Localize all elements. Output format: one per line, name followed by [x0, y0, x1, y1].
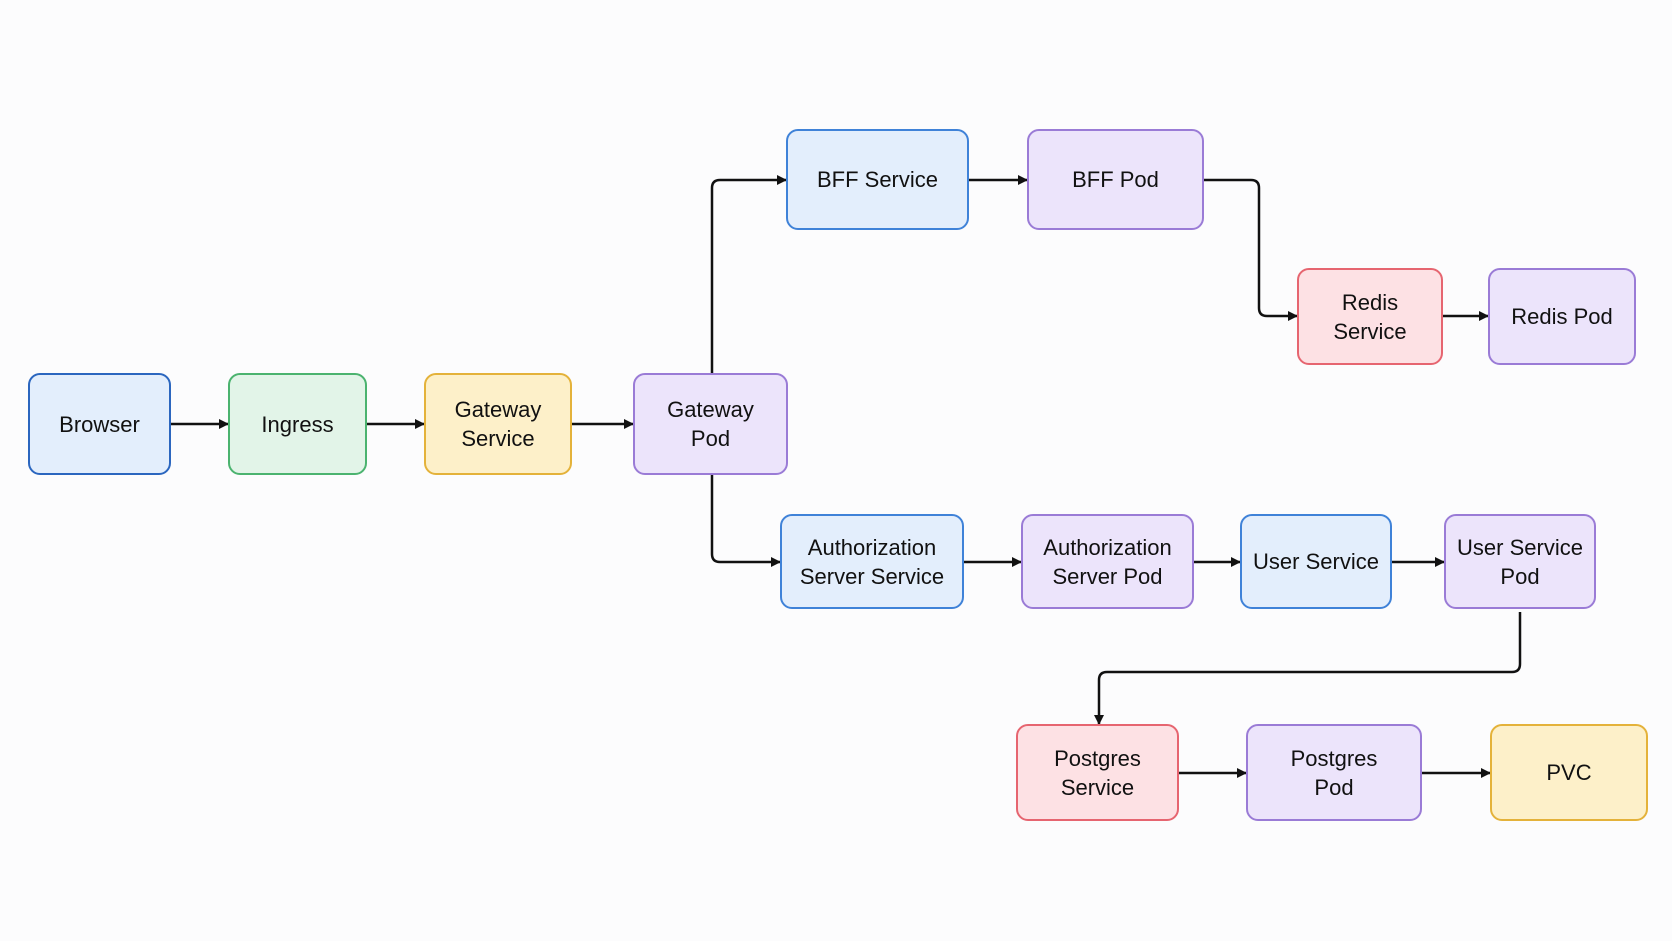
- node-label: User Service: [1253, 549, 1379, 574]
- node-redis-service: Redis Service: [1297, 268, 1443, 365]
- edge-bff-pod-redis-service: [1204, 178, 1298, 321]
- edge-gateway-pod-bff-service: [710, 175, 787, 374]
- node-label: Gateway Service: [454, 397, 542, 451]
- node-label: Redis Pod: [1511, 304, 1613, 329]
- node-ingress: Ingress: [228, 373, 367, 475]
- node-browser: Browser: [28, 373, 171, 475]
- node-bff-pod: BFF Pod: [1027, 129, 1204, 230]
- node-pvc: PVC: [1490, 724, 1648, 821]
- edge-user-service-pod-postgres-service: [1094, 612, 1522, 725]
- node-label: BFF Pod: [1072, 167, 1159, 192]
- node-label: Authorization Server Service: [799, 534, 945, 589]
- node-label: Redis Service: [1333, 289, 1407, 344]
- node-authorization-server-service: Authorization Server Service: [780, 514, 964, 609]
- node-label: Browser: [59, 411, 140, 437]
- node-label: Postgres Pod: [1290, 745, 1378, 800]
- node-postgres-service: Postgres Service: [1016, 724, 1179, 821]
- node-label: Authorization Server Pod: [1043, 534, 1172, 589]
- node-label: BFF Service: [816, 167, 939, 192]
- node-gateway-service: Gateway Service: [424, 373, 572, 475]
- node-label: Ingress: [261, 411, 334, 437]
- node-label: Gateway Pod: [667, 397, 754, 451]
- edge-gateway-pod-auth-server-service: [710, 475, 781, 567]
- node-bff-service: BFF Service: [786, 129, 969, 230]
- node-postgres-pod: Postgres Pod: [1246, 724, 1422, 821]
- node-authorization-server-pod: Authorization Server Pod: [1021, 514, 1194, 609]
- node-user-service: User Service: [1240, 514, 1392, 609]
- node-redis-pod: Redis Pod: [1488, 268, 1636, 365]
- node-label: Postgres Service: [1054, 745, 1141, 800]
- node-user-service-pod: User Service Pod: [1444, 514, 1596, 609]
- node-label: PVC: [1546, 760, 1592, 785]
- node-label: User Service Pod: [1457, 534, 1583, 589]
- node-gateway-pod: Gateway Pod: [633, 373, 788, 475]
